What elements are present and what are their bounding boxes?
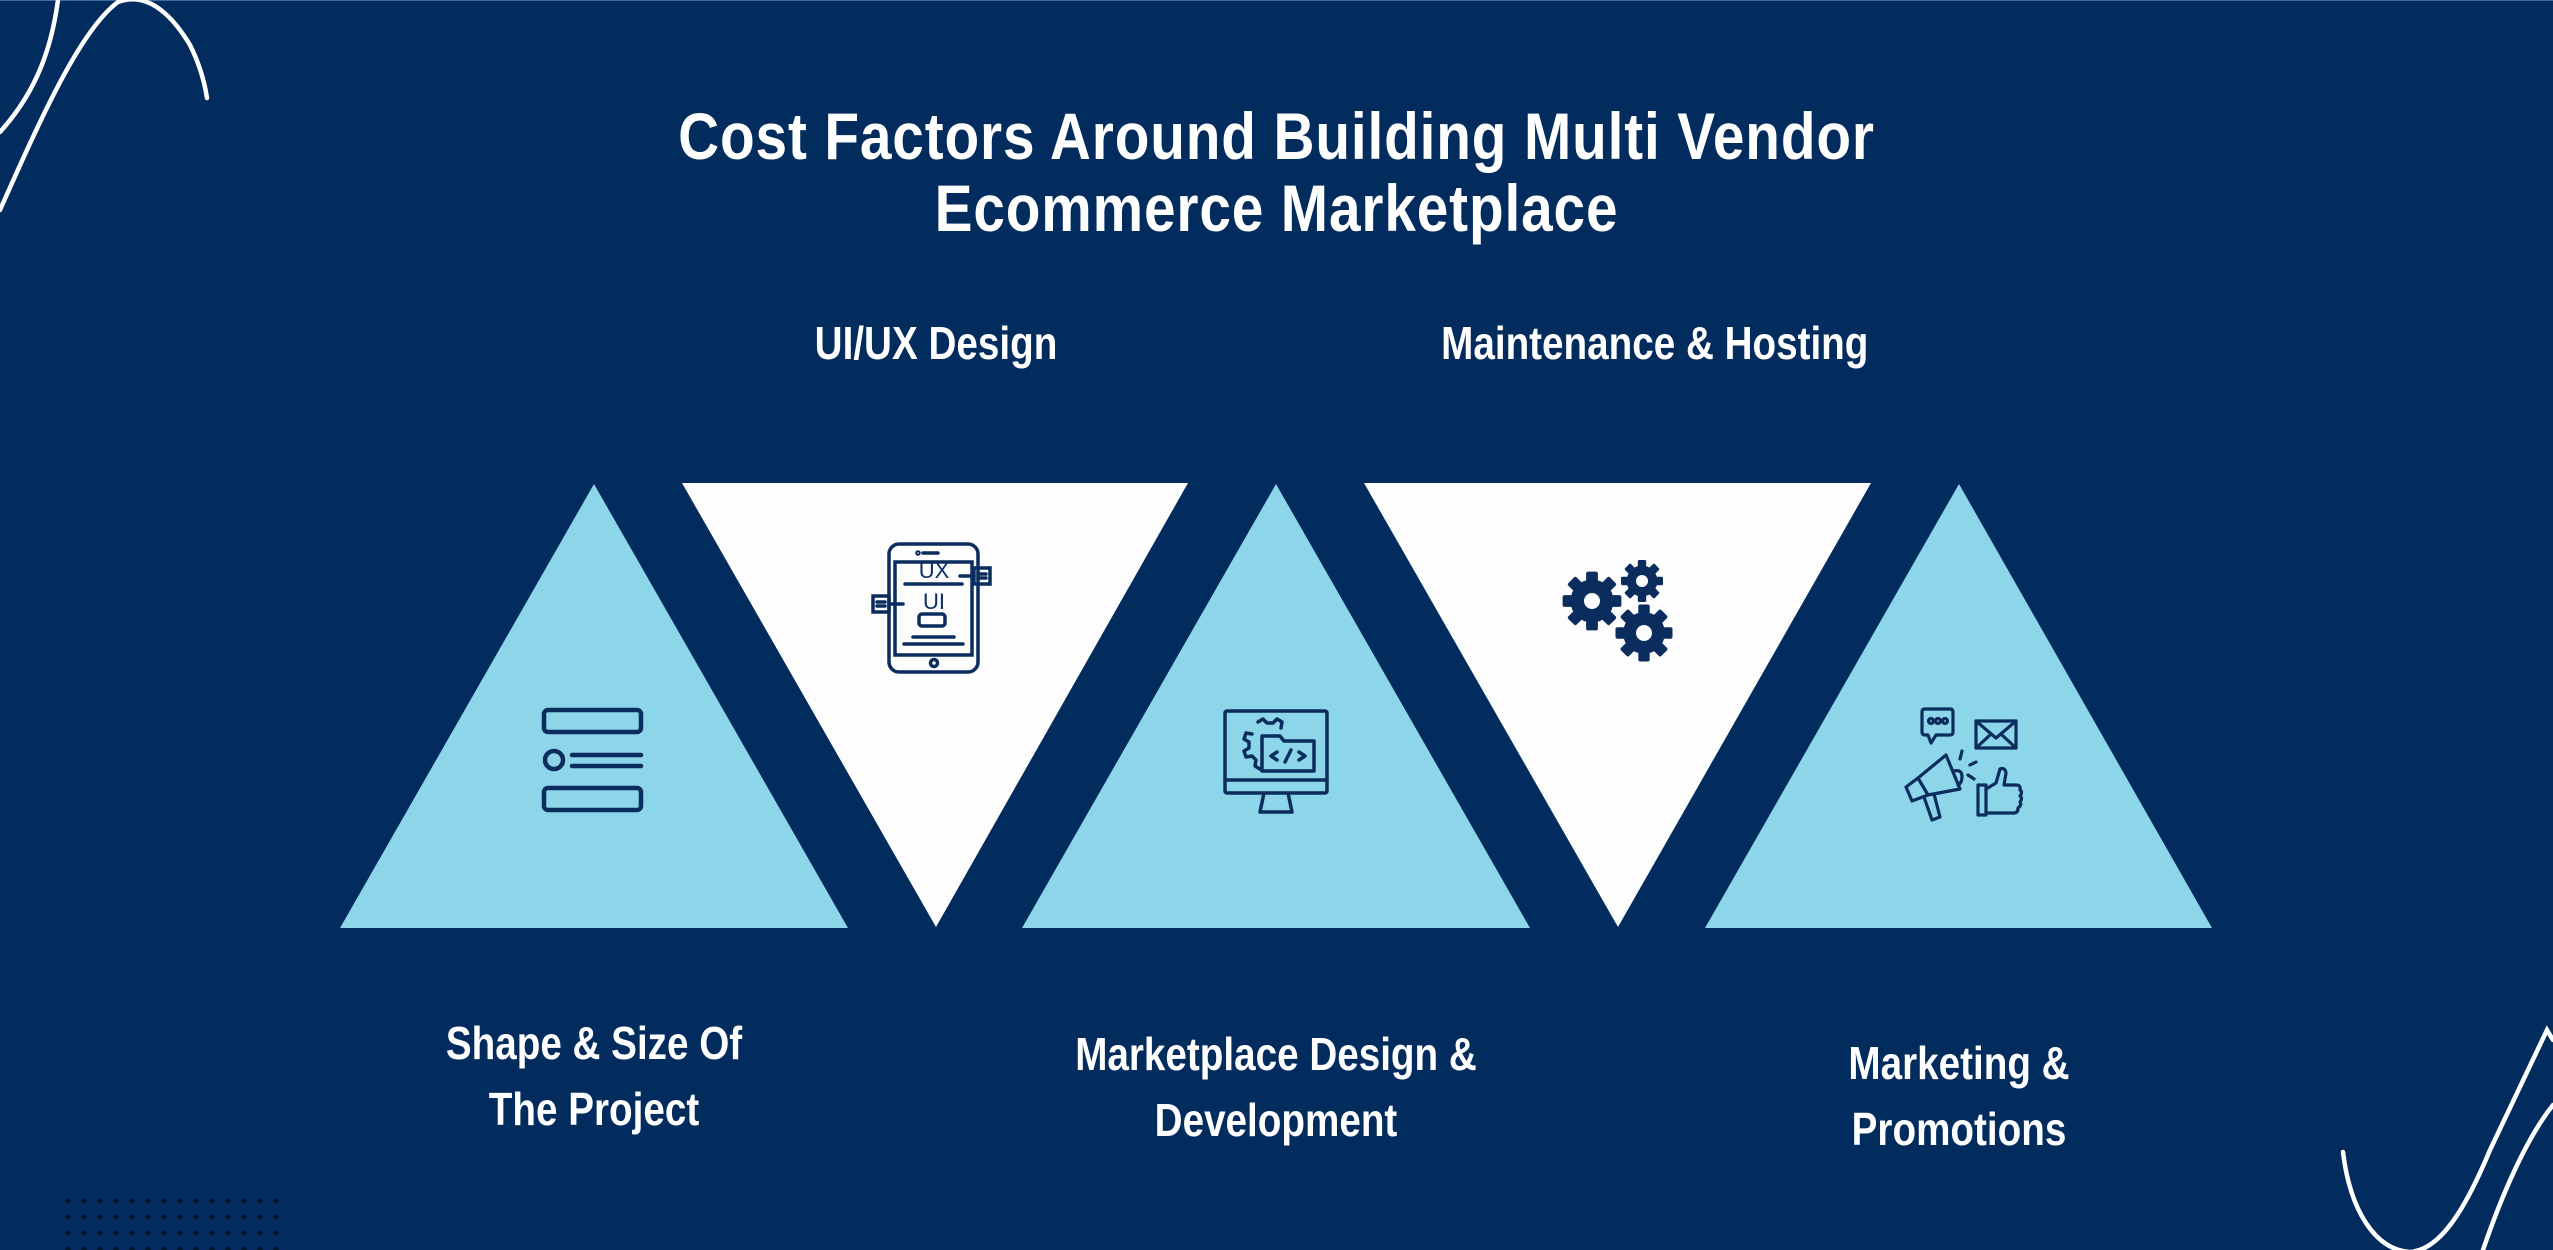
curve-bottom-right-1 [2340, 1025, 2553, 1250]
label-marketplace-dev-line-2: Development [1154, 1094, 1398, 1146]
label-shape-size-line-2: The Project [488, 1083, 700, 1135]
triangle-ui-ux [682, 483, 1188, 927]
gears-icon [1560, 553, 1676, 665]
label-marketing-line-1: Marketing & [1848, 1037, 2070, 1089]
list-form-icon [540, 706, 646, 814]
title-line-1: Cost Factors Around Building Multi Vendo… [678, 99, 1875, 173]
ui-glyph: UI [923, 589, 945, 614]
title-line-2: Ecommerce Marketplace [934, 171, 1619, 245]
label-marketplace-dev-line-1: Marketplace Design & [1075, 1028, 1477, 1080]
label-shape-size-line-1: Shape & Size Of [445, 1017, 743, 1069]
label-marketing: Marketing & Promotions [1759, 1030, 2159, 1162]
label-maintenance: Maintenance & Hosting [1409, 310, 1869, 376]
mobile-ui-ux-icon: UX UI [862, 540, 1012, 675]
triangle-marketplace-dev [1022, 484, 1530, 928]
triangle-maintenance [1364, 483, 1871, 927]
label-ui-ux-line-1: UI/UX Design [814, 317, 1058, 369]
dot-grid-decoration [60, 1193, 280, 1250]
curve-top-left-1 [0, 0, 61, 135]
label-shape-size: Shape & Size Of The Project [394, 1010, 794, 1142]
triangle-marketing [1705, 484, 2212, 928]
label-ui-ux: UI/UX Design [735, 310, 1137, 376]
page-title: Cost Factors Around Building Multi Vendo… [0, 100, 2553, 244]
label-maintenance-line-1: Maintenance & Hosting [1441, 317, 1869, 369]
triangle-shape-size [340, 484, 848, 928]
ux-glyph: UX [919, 558, 950, 583]
label-marketing-line-2: Promotions [1851, 1103, 2067, 1155]
curve-top-left-2 [0, 0, 210, 213]
monitor-code-gear-icon [1222, 708, 1330, 818]
label-marketplace-dev: Marketplace Design & Development [1026, 1021, 1526, 1153]
curve-bottom-right-2 [2480, 1102, 2553, 1250]
top-edge-line [0, 0, 2553, 1]
megaphone-marketing-icon [1898, 705, 2026, 823]
